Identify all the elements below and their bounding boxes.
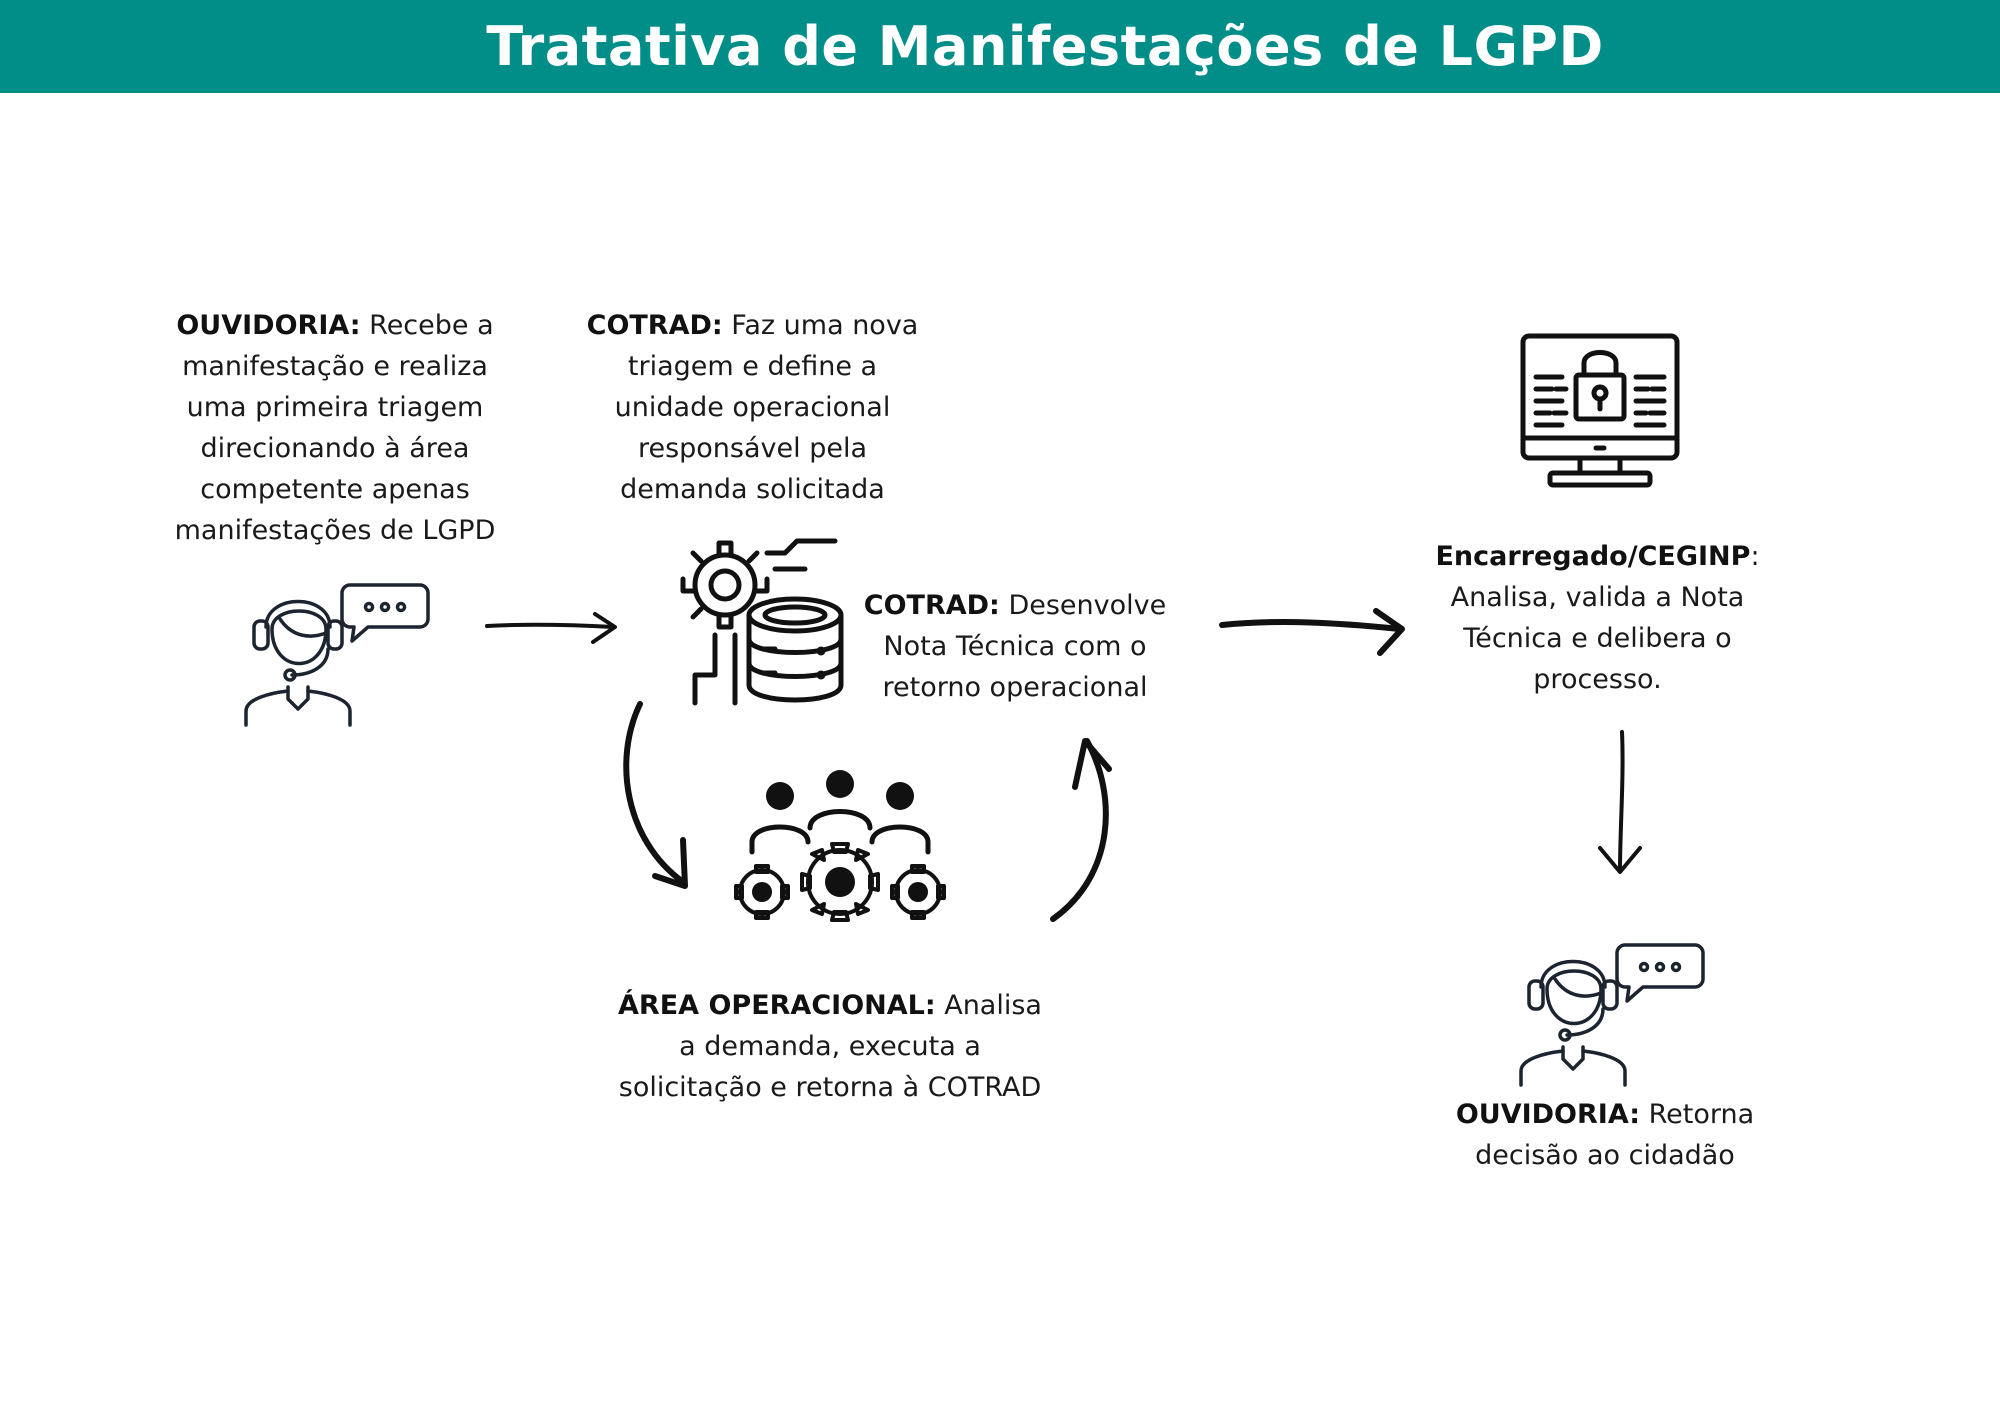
arrow-ouvidoria-to-cotrad <box>485 612 617 644</box>
step-ouvidoria-inicio-label: OUVIDORIA: <box>176 310 361 341</box>
step-cotrad-nota-label: COTRAD: <box>863 590 1000 621</box>
step-cotrad-triagem-desc: Faz uma nova triagem e define a unidade … <box>614 310 919 505</box>
step-cotrad-nota-desc: Desenvolve Nota Técnica com o retorno op… <box>882 590 1167 703</box>
step-ouvidoria-fim-text: OUVIDORIA: Retorna decisão ao cidadão <box>1430 1094 1780 1176</box>
step-area-operacional-text: ÁREA OPERACIONAL: Analisa a demanda, exe… <box>610 985 1050 1108</box>
page-title: Tratativa de Manifestações de LGPD <box>486 15 1604 78</box>
gear-database-icon <box>680 538 844 706</box>
step-ouvidoria-inicio-text: OUVIDORIA: Recebe a manifestação e reali… <box>160 305 510 551</box>
team-gears-icon <box>734 770 946 922</box>
arrow-cotrad-to-area-operacional <box>623 701 688 889</box>
lock-icon <box>1573 350 1627 422</box>
call-center-agent-icon <box>1519 943 1705 1087</box>
header-banner: Tratativa de Manifestações de LGPD <box>0 0 2000 93</box>
gear-icon <box>680 540 770 630</box>
step-area-operacional-label: ÁREA OPERACIONAL: <box>618 990 936 1021</box>
arrow-cotrad-to-encarregado <box>1219 608 1405 656</box>
step-cotrad-nota-text: COTRAD: Desenvolve Nota Técnica com o re… <box>860 585 1170 708</box>
step-cotrad-triagem-text: COTRAD: Faz uma nova triagem e define a … <box>585 305 920 510</box>
step-encarregado-label: Encarregado/CEGINP <box>1435 541 1751 572</box>
arrow-encarregado-to-ouvidoria <box>1598 730 1642 874</box>
step-encarregado-desc: : Analisa, valida a Nota Técnica e delib… <box>1450 541 1760 695</box>
step-ouvidoria-fim-desc: Retorna decisão ao cidadão <box>1475 1099 1755 1171</box>
step-cotrad-triagem-label: COTRAD: <box>586 310 723 341</box>
secure-monitor-icon <box>1520 333 1680 488</box>
database-icon <box>746 596 844 703</box>
call-center-agent-icon <box>244 583 430 727</box>
step-ouvidoria-fim-label: OUVIDORIA: <box>1455 1099 1641 1130</box>
step-area-operacional-desc: Analisa a demanda, executa a solicitação… <box>618 990 1042 1103</box>
step-ouvidoria-inicio-desc: Recebe a manifestação e realiza uma prim… <box>174 310 496 546</box>
step-encarregado-text: Encarregado/CEGINP: Analisa, valida a No… <box>1425 536 1770 700</box>
arrow-area-operacional-to-cotrad <box>1050 738 1112 922</box>
